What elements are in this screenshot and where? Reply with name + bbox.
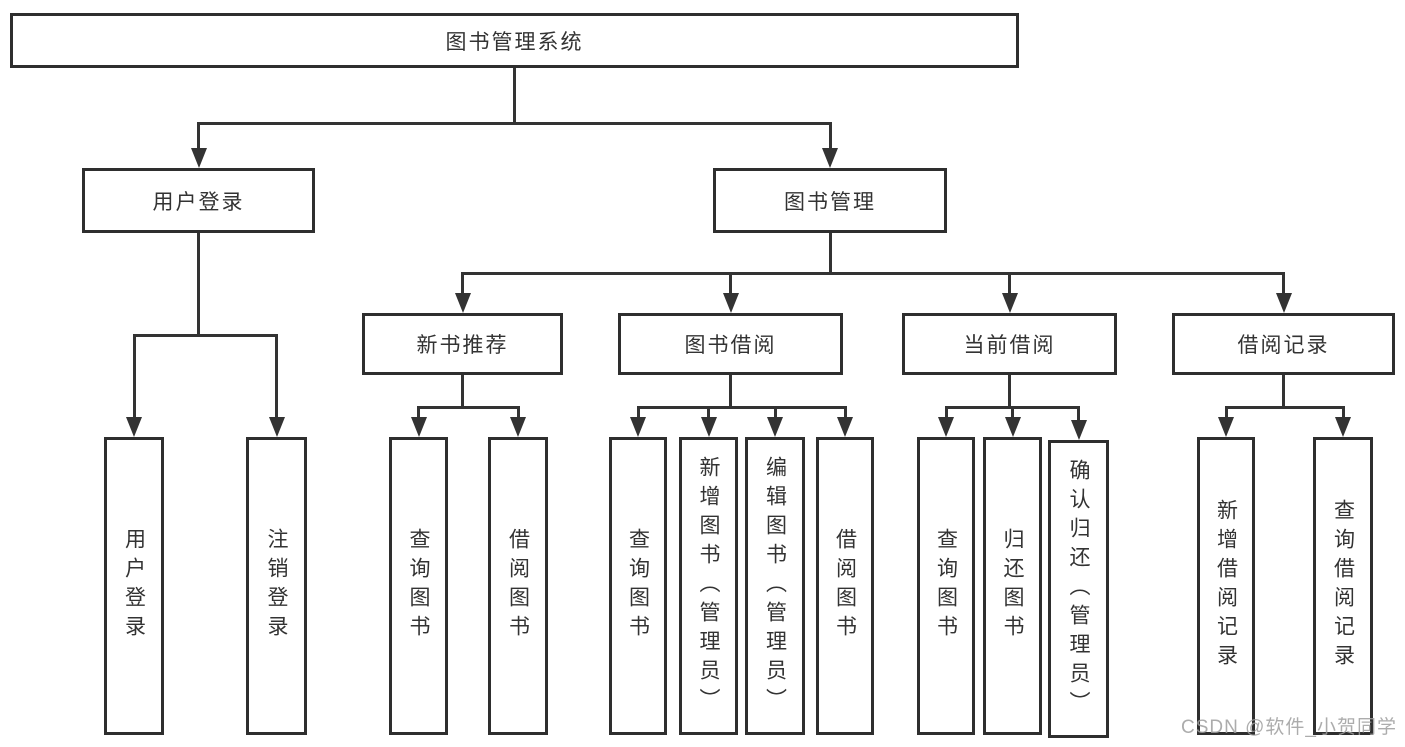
arrowhead-down-icon [722,293,739,313]
leaf-label: 查询图书 [626,528,650,644]
arrowhead-down-icon [268,417,285,437]
arrowhead-down-icon [837,417,853,437]
arrowhead-down-icon [410,417,427,437]
connector-line [707,406,710,417]
node-label: 图书借阅 [684,334,777,357]
leaf-user-login: 用户登录 [104,437,164,735]
connector-line [636,406,847,409]
connector-line [1282,272,1285,293]
node-label: 借阅记录 [1237,334,1330,357]
leaf-confirm-return-admin: 确认归还（管理员） [1048,440,1109,738]
connector-line [1008,272,1011,293]
node-label: 图书管理系统 [445,30,584,54]
leaf-label: 借阅图书 [506,528,530,644]
leaf-label: 查询借阅记录 [1331,499,1355,673]
connector-line [461,272,1285,275]
leaf-borrow-books: 借阅图书 [816,437,874,735]
leaf-label: 查询图书 [934,528,958,644]
arrowhead-down-icon [454,293,471,313]
leaf-label: 编辑图书（管理员） [763,455,787,717]
arrowhead-down-icon [1335,417,1351,437]
connector-line [729,272,732,293]
connector-line [944,406,948,417]
arrowhead-down-icon [1070,420,1087,440]
connector-line [828,233,832,272]
arrowhead-down-icon [190,148,207,168]
arrowhead-down-icon [1001,293,1018,313]
leaf-borrow-books: 借阅图书 [488,437,548,735]
connector-line [1341,406,1345,417]
leaf-label: 用户登录 [122,528,146,644]
arrowhead-down-icon [822,148,838,168]
leaf-label: 确认归还（管理员） [1067,458,1090,720]
leaf-add-books-admin: 新增图书（管理员） [679,437,738,735]
node-label: 新书推荐 [416,334,509,357]
connector-line [636,406,640,417]
leaf-query-books: 查询图书 [917,437,975,735]
connector-line [1008,375,1011,406]
leaf-query-books: 查询图书 [389,437,448,735]
node-user-login: 用户登录 [82,168,315,233]
connector-line [843,406,847,417]
connector-line [773,406,777,417]
arrowhead-down-icon [630,417,646,437]
connector-line [729,375,732,406]
connector-line [828,122,832,148]
node-book-management: 图书管理 [713,168,947,233]
leaf-query-borrow-record: 查询借阅记录 [1313,437,1373,735]
connector-line [197,233,200,334]
node-current-borrowing: 当前借阅 [902,313,1117,375]
leaf-add-borrow-record: 新增借阅记录 [1197,437,1255,735]
arrowhead-down-icon [1218,417,1234,437]
leaf-label: 注销登录 [265,528,288,644]
connector-line [417,406,420,417]
arrowhead-down-icon [938,417,954,437]
node-book-borrowing: 图书借阅 [618,313,843,375]
connector-line [1077,406,1080,420]
leaf-return-books: 归还图书 [983,437,1042,735]
connector-line [461,375,464,406]
node-label: 用户登录 [152,190,245,214]
arrowhead-down-icon [1275,293,1292,313]
leaf-label: 新增图书（管理员） [697,455,720,717]
connector-line [132,334,278,337]
connector-line [461,272,464,293]
leaf-label: 借阅图书 [833,528,857,644]
leaf-logout: 注销登录 [246,437,307,735]
csdn-watermark: CSDN @软件_小贺同学 [1181,717,1397,738]
leaf-label: 新增借阅记录 [1214,499,1238,673]
node-new-book-recommend: 新书推荐 [362,313,563,375]
node-label: 当前借阅 [963,334,1056,357]
connector-line [513,68,516,122]
node-library-management-system: 图书管理系统 [10,13,1019,68]
arrowhead-down-icon [1004,417,1021,437]
connector-line [197,122,200,148]
connector-line [275,334,278,417]
connector-line [1224,406,1345,409]
leaf-label: 归还图书 [1001,528,1024,644]
connector-line [1011,406,1014,417]
arrowhead-down-icon [700,417,717,437]
leaf-edit-books-admin: 编辑图书（管理员） [745,437,805,735]
leaf-query-books: 查询图书 [609,437,667,735]
arrowhead-down-icon [126,417,142,437]
connector-line [197,122,832,125]
connector-line [132,334,136,417]
node-label: 图书管理 [784,190,876,214]
connector-line [417,406,520,409]
connector-line [516,406,520,417]
connector-line [1282,375,1285,406]
leaf-label: 查询图书 [407,528,430,644]
arrowhead-down-icon [767,417,783,437]
connector-line [1224,406,1228,417]
arrowhead-down-icon [510,417,526,437]
node-borrow-records: 借阅记录 [1172,313,1395,375]
